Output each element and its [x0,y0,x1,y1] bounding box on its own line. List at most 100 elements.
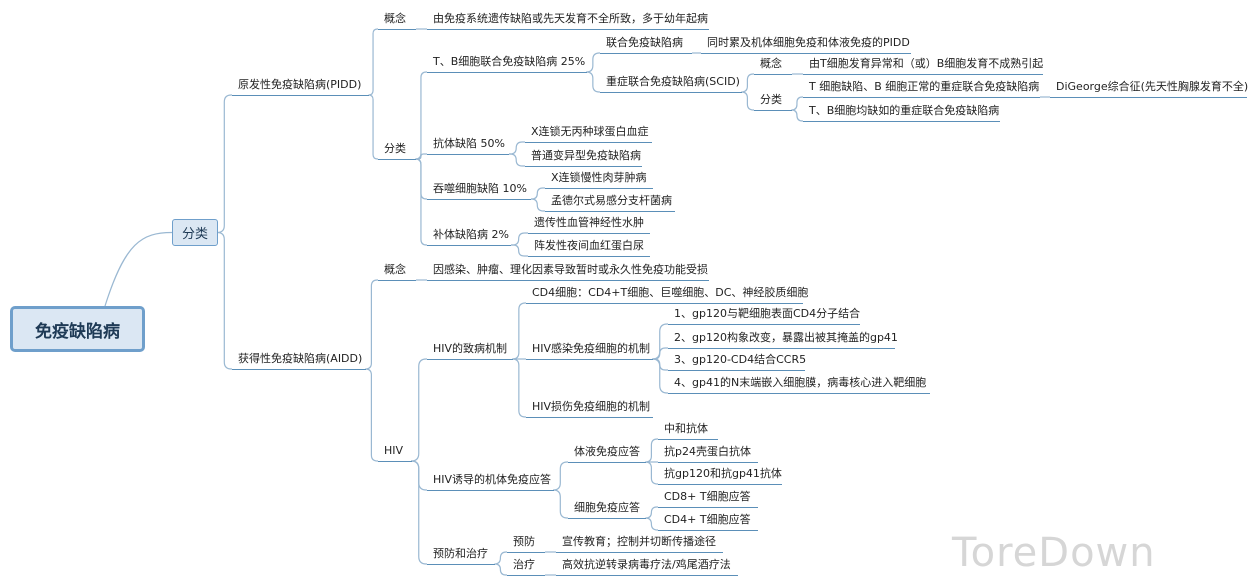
node-hiv[interactable]: HIV [384,444,404,457]
node-underline [427,490,554,491]
node-yf2[interactable]: 治疗 [513,558,535,571]
node-my[interactable]: HIV诱导的机体免疫应答 [433,473,552,486]
node-underline [658,462,758,463]
node-kt[interactable]: 抗体缺陷 50% [433,137,505,150]
connector-pidd-pidd_fl [368,94,378,160]
node-xb2[interactable]: CD4+ T细胞应答 [664,513,751,526]
node-ts[interactable]: 吞噬细胞缺陷 10% [433,182,527,195]
node-scid-fl2[interactable]: T、B细胞均缺如的重症联合免疫缺陷病 [809,104,1000,117]
root-node[interactable]: 免疫缺陷病 [10,306,145,352]
node-yt2[interactable]: 抗p24壳蛋白抗体 [664,445,751,458]
connector-aidd-hiv [365,368,378,462]
connector-root-main [104,231,173,307]
node-underline [658,439,718,440]
node-underline [427,245,511,246]
node-underline [378,29,416,30]
connector-yt-yt3 [645,461,658,485]
node-underline [545,211,675,212]
node-scid-gn-t[interactable]: 由T细胞发育异常和（或）B细胞发育不成熟引起 [809,57,1044,70]
watermark-logo: ToreDown [952,530,1156,576]
connector-scid_fl-scid_fl1 [791,96,803,111]
connector-gr-gr2 [653,347,668,360]
node-pidd-gn-t[interactable]: 由免疫系统遗传缺陷或先天发育不全所致，多于幼年起病 [433,12,708,25]
connector-tb-lh [586,52,600,73]
connector-xb-xb2 [645,517,658,531]
node-lh-t[interactable]: 同时累及机体细胞免疫和体液免疫的PIDD [707,36,910,49]
node-underline [668,324,860,325]
node-underline [378,461,412,462]
node-dig[interactable]: DiGeorge综合征(先天性胸腺发育不全) [1056,80,1249,93]
node-aidd[interactable]: 获得性免疫缺陷病(AIDD) [238,352,363,365]
node-tb[interactable]: T、B细胞联合免疫缺陷病 25% [433,55,586,68]
node-yt3[interactable]: 抗gp120和抗gp41抗体 [664,467,782,480]
node-yf1-t[interactable]: 宣传教育；控制并切断传播途径 [562,535,716,548]
node-bt2[interactable]: 阵发性夜间血红蛋白尿 [534,239,644,252]
node-underline [427,29,709,30]
node-yf[interactable]: 预防和治疗 [433,547,488,560]
node-underline [526,359,653,360]
node-gr1[interactable]: 1、gp120与靶细胞表面CD4分子结合 [674,307,861,320]
node-underline [658,507,758,508]
node-underline [528,256,650,257]
node-underline [803,121,1000,122]
node-cd4[interactable]: CD4细胞：CD4+T细胞、巨噬细胞、DC、神经胶质细胞 [532,286,809,299]
node-aidd-gn[interactable]: 概念 [384,263,406,276]
node-underline [600,92,742,93]
node-scid-gn[interactable]: 概念 [760,57,782,70]
connector-pidd-pidd_gn [368,28,378,96]
node-ts1[interactable]: X连锁慢性肉芽肿病 [551,171,647,184]
node-underline [378,159,416,160]
node-pidd-gn[interactable]: 概念 [384,12,406,25]
node-yt1[interactable]: 中和抗体 [664,422,708,435]
connector-gr-gr3 [653,358,668,371]
node-underline [803,97,1040,98]
node-underline [232,95,369,96]
node-zb[interactable]: HIV的致病机制 [433,342,508,355]
node-underline [427,280,709,281]
node-ts2[interactable]: 孟德尔式易感分支杆菌病 [551,194,672,207]
node-underline [525,166,642,167]
node-yf2-t[interactable]: 高效抗逆转录病毒疗法/鸡尾酒疗法 [562,558,731,571]
node-scid-fl1[interactable]: T 细胞缺陷、B 细胞正常的重症联合免疫缺陷病 [809,80,1040,93]
node-scid-fl[interactable]: 分类 [760,93,782,106]
node-underline [668,393,930,394]
node-underline [427,199,531,200]
node-ss[interactable]: HIV损伤免疫细胞的机制 [532,400,651,413]
node-aidd-gn-t[interactable]: 因感染、肿瘤、理化因素导致暂时或永久性免疫功能受损 [433,263,708,276]
node-scid[interactable]: 重症联合免疫缺陷病(SCID) [606,75,740,88]
node-underline [658,530,758,531]
node-underline [556,552,723,553]
node-underline [600,53,692,54]
node-kt2[interactable]: 普通变异型免疫缺陷病 [531,149,641,162]
node-gr4[interactable]: 4、gp41的N末端嵌入细胞膜，病毒核心进入靶细胞 [674,376,927,389]
node-xb[interactable]: 细胞免疫应答 [574,501,640,514]
node-xb1[interactable]: CD8+ T细胞应答 [664,490,751,503]
connector-main-aidd [217,231,232,370]
node-bt[interactable]: 补体缺陷病 2% [433,228,509,241]
node-yt[interactable]: 体液免疫应答 [574,445,640,458]
connector-zb-ss [512,358,526,418]
node-bt1[interactable]: 遗传性血管神经性水肿 [534,216,644,229]
node-pidd-fl[interactable]: 分类 [384,142,406,155]
node-gr[interactable]: HIV感染免疫细胞的机制 [532,342,651,355]
connector-pidd_fl-bt [415,158,427,246]
connector-yf-yf1 [494,551,507,565]
node-yf1[interactable]: 预防 [513,535,535,548]
node-underline [526,303,803,304]
node-underline [427,564,495,565]
node-underline [507,575,545,576]
connector-aidd-aidd_gn [365,279,378,370]
node-underline [525,142,652,143]
node-underline [754,74,792,75]
node-underline [526,417,653,418]
node-gr3[interactable]: 3、gp120-CD4结合CCR5 [674,353,807,366]
node-kt1[interactable]: X连锁无丙种球蛋白血症 [531,125,649,138]
node-pidd[interactable]: 原发性免疫缺陷病(PIDD) [238,78,362,91]
connector-xb-xb1 [645,506,658,519]
connector-scid-scid_fl [741,91,754,111]
main-branch-node[interactable]: 分类 [172,219,218,246]
node-underline [668,370,805,371]
node-gr2[interactable]: 2、gp120构象改变，暴露出被其掩盖的gp41 [674,331,898,344]
node-lh[interactable]: 联合免疫缺陷病 [606,36,683,49]
